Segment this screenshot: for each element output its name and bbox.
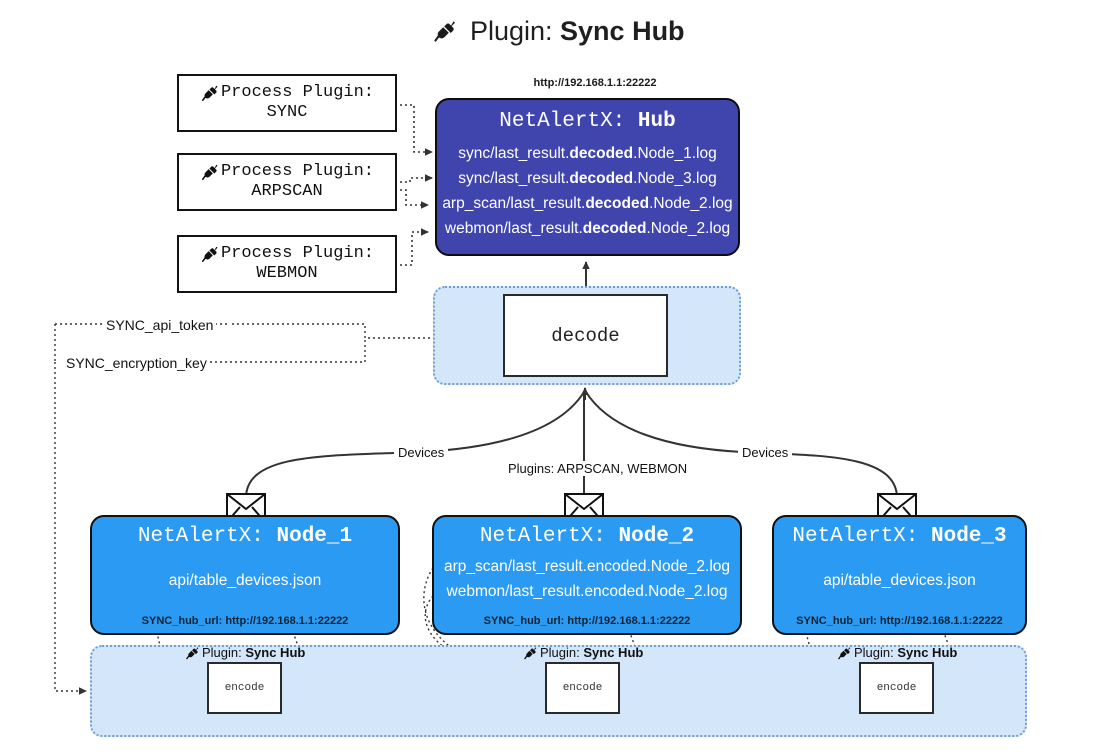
- hub-log-line: arp_scan/last_result.decoded.Node_2.log: [437, 191, 738, 216]
- node-line: webmon/last_result.encoded.Node_2.log: [446, 583, 728, 600]
- process-plugin-name: ARPSCAN: [251, 182, 323, 201]
- strip-plugin-prefix: Plugin:: [854, 645, 894, 660]
- encode-box-node-1[interactable]: encode: [207, 662, 282, 714]
- log-em: decoded: [569, 170, 634, 187]
- strip-plugin-name: Sync Hub: [897, 645, 958, 660]
- strip-plugin-prefix: Plugin:: [202, 645, 242, 660]
- encode-label: encode: [876, 682, 917, 694]
- process-plugin-prefix: Process Plugin:: [220, 162, 375, 182]
- strip-plugin-label-node-1: Plugin: Sync Hub: [185, 645, 305, 660]
- decode-box[interactable]: decode: [503, 294, 668, 377]
- sync-api-token-label: SYNC_api_token: [103, 317, 217, 333]
- plug-icon: [201, 246, 218, 263]
- log-pre: webmon/last_result.: [444, 220, 583, 237]
- hub-title-name: Hub: [637, 110, 676, 133]
- strip-plugin-name: Sync Hub: [245, 645, 306, 660]
- decode-label: decode: [551, 324, 620, 347]
- node-title-name: Node_3: [931, 525, 1007, 548]
- node-title-prefix: NetAlertX:: [137, 525, 264, 548]
- hub-log-line: sync/last_result.decoded.Node_3.log: [437, 166, 738, 191]
- node-hub-url-label: SYNC_hub_url: http://192.168.1.1:22222: [141, 615, 349, 627]
- strip-plugin-label-node-3: Plugin: Sync Hub: [837, 645, 957, 660]
- edge-label-plugins: Plugins: ARPSCAN, WEBMON: [504, 461, 692, 476]
- node-title-name: Node_1: [276, 525, 353, 548]
- node-title: NetAlertX: Node_1: [92, 525, 398, 548]
- log-post: .Node_3.log: [633, 170, 717, 187]
- process-plugin-box-webmon[interactable]: Process Plugin: WEBMON: [177, 235, 397, 293]
- plug-icon: [524, 646, 537, 659]
- strip-plugin-label-node-2: Plugin: Sync Hub: [523, 645, 643, 660]
- process-plugin-prefix: Process Plugin:: [220, 244, 375, 264]
- edge-label-devices-left: Devices: [394, 445, 449, 460]
- log-pre: sync/last_result.: [458, 145, 570, 162]
- log-pre: arp_scan/last_result.: [442, 195, 586, 212]
- node-title: NetAlertX: Node_2: [434, 525, 740, 548]
- node-hub-url-label: SYNC_hub_url: http://192.168.1.1:22222: [483, 615, 691, 627]
- hub-url-label: http://192.168.1.1:22222: [533, 77, 657, 89]
- sync-encryption-key-label: SYNC_encryption_key: [63, 355, 210, 371]
- hub-title: NetAlertX: Hub: [437, 110, 738, 133]
- plug-icon: [434, 21, 456, 42]
- process-plugin-name: SYNC: [266, 103, 308, 122]
- log-pre: sync/last_result.: [458, 170, 570, 187]
- encode-label: encode: [224, 682, 265, 694]
- plug-icon: [186, 646, 199, 659]
- edge-label-devices-right: Devices: [738, 445, 793, 460]
- node-line: arp_scan/last_result.encoded.Node_2.log: [443, 558, 731, 575]
- process-plugin-box-arpscan[interactable]: Process Plugin: ARPSCAN: [177, 153, 397, 211]
- encode-box-node-3[interactable]: encode: [859, 662, 934, 714]
- node-title-prefix: NetAlertX:: [792, 525, 919, 548]
- hub-log-line: webmon/last_result.decoded.Node_2.log: [437, 216, 738, 241]
- hub-node[interactable]: NetAlertX: Hub sync/last_result.decoded.…: [435, 98, 740, 256]
- node-box-node-3[interactable]: NetAlertX: Node_3 api/table_devices.json…: [772, 515, 1027, 635]
- log-post: .Node_2.log: [646, 220, 731, 237]
- page-title-prefix: Plugin:: [469, 16, 553, 46]
- page-title: Plugin: Sync Hub: [0, 16, 1117, 47]
- process-plugin-box-sync[interactable]: Process Plugin: SYNC: [177, 74, 397, 132]
- node-title-name: Node_2: [618, 525, 695, 548]
- log-em: decoded: [569, 145, 634, 162]
- log-post: .Node_1.log: [633, 145, 717, 162]
- process-plugin-name: WEBMON: [256, 264, 318, 283]
- page-title-name: Sync Hub: [560, 16, 685, 46]
- node-line: api/table_devices.json: [823, 572, 976, 589]
- node-box-node-2[interactable]: NetAlertX: Node_2 arp_scan/last_result.e…: [432, 515, 742, 635]
- log-em: decoded: [582, 220, 647, 237]
- hub-log-line: sync/last_result.decoded.Node_1.log: [437, 141, 738, 166]
- encode-box-node-2[interactable]: encode: [545, 662, 620, 714]
- node-title: NetAlertX: Node_3: [774, 525, 1025, 548]
- node-line: api/table_devices.json: [168, 572, 322, 589]
- process-plugin-prefix: Process Plugin:: [220, 83, 375, 103]
- strip-plugin-prefix: Plugin:: [540, 645, 580, 660]
- strip-plugin-name: Sync Hub: [583, 645, 644, 660]
- hub-title-prefix: NetAlertX:: [499, 110, 626, 133]
- plug-icon: [838, 646, 851, 659]
- log-em: decoded: [585, 195, 650, 212]
- node-box-node-1[interactable]: NetAlertX: Node_1 api/table_devices.json…: [90, 515, 400, 635]
- plug-icon: [201, 85, 218, 102]
- node-hub-url-label: SYNC_hub_url: http://192.168.1.1:22222: [796, 615, 1003, 627]
- log-post: .Node_2.log: [649, 195, 733, 212]
- node-title-prefix: NetAlertX:: [479, 525, 606, 548]
- plug-icon: [201, 164, 218, 181]
- encode-label: encode: [562, 682, 603, 694]
